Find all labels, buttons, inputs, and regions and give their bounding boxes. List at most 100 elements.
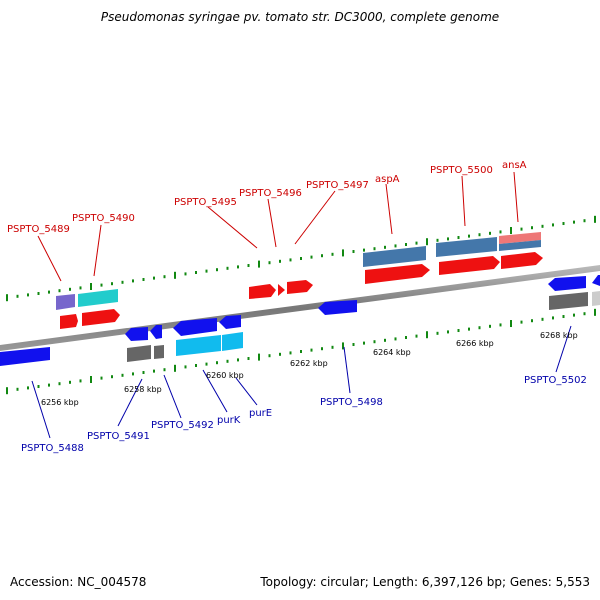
major-tick xyxy=(90,283,92,291)
minor-tick xyxy=(573,220,575,224)
label-pspto-5490: PSPTO_5490 xyxy=(72,213,135,224)
scale-label: 6260 kbp xyxy=(206,371,244,380)
minor-tick xyxy=(300,350,302,354)
gene-5496[interactable] xyxy=(278,284,285,296)
top-leader-lines xyxy=(37,171,519,282)
gene-purE[interactable] xyxy=(219,315,241,329)
minor-tick xyxy=(195,364,197,368)
minor-tick xyxy=(121,280,124,284)
label-pure: purE xyxy=(249,408,272,419)
minor-tick xyxy=(16,294,19,298)
major-tick xyxy=(6,387,8,395)
gene-5491-rna[interactable] xyxy=(127,345,151,362)
gene-5497[interactable] xyxy=(287,280,313,294)
minor-tick xyxy=(48,290,50,294)
minor-tick xyxy=(394,337,397,341)
major-tick xyxy=(174,271,176,279)
gene-aspA-rna[interactable] xyxy=(363,246,426,267)
minor-tick xyxy=(415,334,418,338)
gene-5502[interactable] xyxy=(548,276,586,291)
minor-tick xyxy=(289,258,292,262)
minor-tick xyxy=(237,265,239,269)
major-tick xyxy=(594,215,596,223)
gene-5492[interactable] xyxy=(150,325,162,339)
gene-5500[interactable] xyxy=(439,256,500,275)
minor-tick xyxy=(205,362,208,366)
minor-tick xyxy=(69,380,71,384)
minor-tick xyxy=(111,282,113,286)
minor-tick xyxy=(163,368,166,372)
minor-tick xyxy=(436,331,439,335)
major-tick xyxy=(342,249,344,257)
minor-tick xyxy=(415,241,418,245)
minor-tick xyxy=(457,329,460,333)
minor-tick xyxy=(226,359,229,363)
minor-tick xyxy=(153,276,155,280)
gene-5490-rna[interactable] xyxy=(78,289,118,307)
label-pspto-5492: PSPTO_5492 xyxy=(151,420,214,431)
minor-tick xyxy=(583,312,586,316)
gene-5503-rna[interactable] xyxy=(592,291,600,306)
minor-tick xyxy=(216,268,218,272)
gene-ansA[interactable] xyxy=(501,252,543,269)
gene-purK[interactable] xyxy=(173,318,217,336)
gene-5490[interactable] xyxy=(82,309,120,326)
minor-tick xyxy=(562,222,565,226)
gene-5500-rna[interactable] xyxy=(436,237,497,257)
gene-5489[interactable] xyxy=(60,314,78,329)
gene-5489-rna[interactable] xyxy=(56,294,75,310)
minor-tick xyxy=(562,315,565,319)
bottom-leader-lines xyxy=(31,325,572,439)
minor-tick xyxy=(552,316,554,320)
minor-tick xyxy=(331,252,334,256)
gene-5502-rna[interactable] xyxy=(549,292,588,310)
gene-5495[interactable] xyxy=(249,284,276,299)
gene-5488[interactable] xyxy=(0,347,50,366)
map-title: Pseudomonas syringae pv. tomato str. DC3… xyxy=(100,10,500,24)
minor-tick xyxy=(541,317,544,321)
gene-purE-rna[interactable] xyxy=(222,332,243,351)
minor-tick xyxy=(48,383,50,387)
forward-genes xyxy=(56,232,543,329)
label-pspto-5491: PSPTO_5491 xyxy=(87,431,150,442)
major-tick xyxy=(6,294,8,302)
minor-tick xyxy=(247,264,250,268)
gene-5503[interactable] xyxy=(592,275,600,286)
minor-tick xyxy=(405,336,407,340)
gene-5491[interactable] xyxy=(125,327,148,341)
scale-label: 6268 kbp xyxy=(540,331,578,340)
minor-tick xyxy=(310,348,313,352)
minor-tick xyxy=(16,387,19,391)
minor-tick xyxy=(573,313,575,317)
minor-tick xyxy=(499,323,502,327)
minor-tick xyxy=(195,271,197,275)
minor-tick xyxy=(37,292,40,296)
minor-tick xyxy=(373,247,376,251)
minor-tick xyxy=(457,236,460,240)
gene-5492-rna[interactable] xyxy=(154,345,164,359)
scale-label: 6266 kbp xyxy=(456,339,494,348)
gene-5498[interactable] xyxy=(318,300,357,315)
minor-tick xyxy=(468,234,470,238)
gene-ansA-rna2[interactable] xyxy=(499,240,541,251)
minor-tick xyxy=(531,319,533,323)
minor-tick xyxy=(153,369,155,373)
major-tick xyxy=(342,342,344,350)
major-tick xyxy=(174,364,176,372)
minor-tick xyxy=(289,351,292,355)
label-pspto-5489: PSPTO_5489 xyxy=(7,224,70,235)
minor-tick xyxy=(79,379,82,383)
minor-tick xyxy=(352,343,355,347)
major-tick xyxy=(90,376,92,384)
scale-label: 6256 kbp xyxy=(41,398,79,407)
minor-tick xyxy=(79,286,82,290)
major-tick xyxy=(258,353,260,361)
minor-tick xyxy=(436,238,439,242)
minor-tick xyxy=(184,272,187,276)
minor-tick xyxy=(268,261,271,265)
gene-purK-rna[interactable] xyxy=(176,335,221,356)
minor-tick xyxy=(394,244,397,248)
scale-label: 6262 kbp xyxy=(290,359,328,368)
gene-aspA[interactable] xyxy=(365,264,430,284)
